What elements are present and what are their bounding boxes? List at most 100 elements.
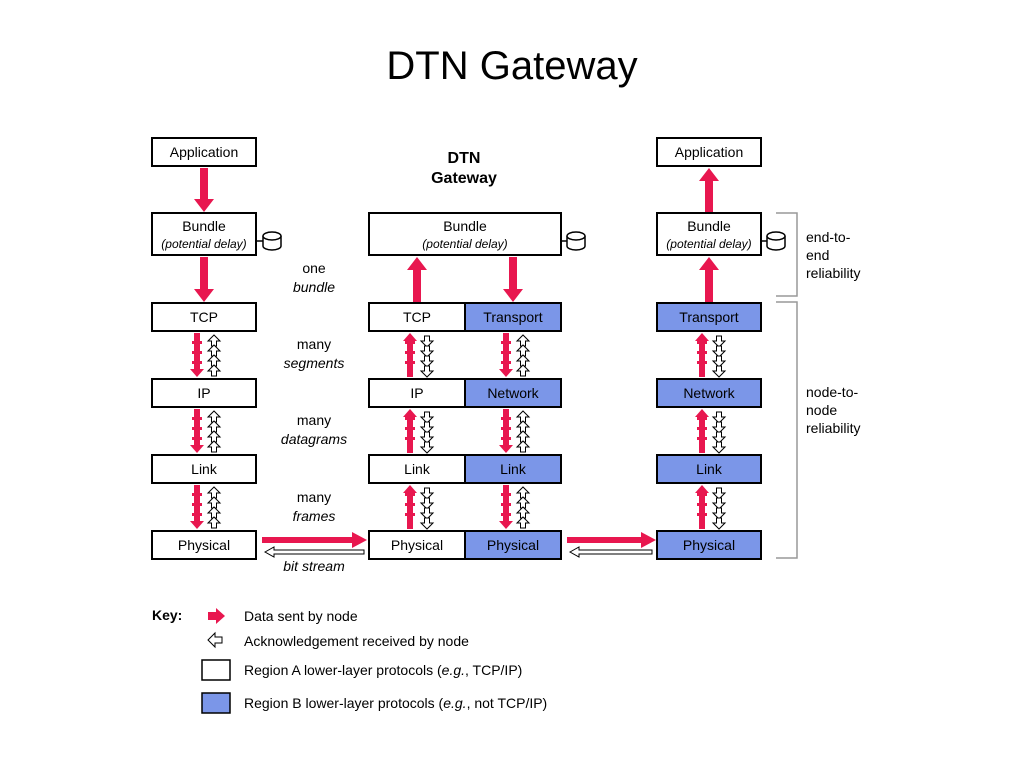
node1-bundle-label: Bundle	[182, 218, 226, 234]
node3-transport-label: Transport	[679, 309, 739, 325]
gateway-bundle-label: Bundle	[443, 218, 487, 234]
gateway-a-ack-arrow-icon	[420, 497, 434, 510]
node1-ack-arrow-icon	[207, 364, 221, 377]
node1-ip-label: IP	[197, 385, 210, 401]
end-to-end-line2: end	[806, 247, 829, 263]
layer-arrow-stacks	[190, 333, 726, 530]
gateway-label-line1: DTN	[448, 150, 481, 167]
node1-link-box	[151, 454, 257, 484]
node3-storage-icon	[761, 231, 786, 251]
node1-ack-arrow-icon	[207, 440, 221, 453]
node3-transport-to-bundle-arrow	[699, 257, 719, 302]
node3-ack-arrow-icon	[712, 441, 726, 454]
node1-data-tick	[192, 503, 202, 506]
gateway-physical-a-label: Physical	[391, 537, 443, 553]
node3-data-tick	[697, 427, 707, 430]
gateway-tcp-label: TCP	[403, 309, 431, 325]
gateway-a-ack-arrow-icon	[420, 441, 434, 454]
node1-data-tick	[192, 341, 202, 344]
node1-ip-box	[151, 378, 257, 408]
node3-ack-arrow-icon	[712, 411, 726, 424]
gateway-b-ack-arrow-icon	[516, 364, 530, 377]
unit-frames-line1: many	[297, 489, 331, 505]
key-ack-arrow-icon	[207, 631, 223, 649]
gateway-link-b-box	[464, 454, 562, 484]
gateway-b-data-tick	[501, 437, 511, 440]
gateway-ip-label: IP	[410, 385, 423, 401]
node1-bundle-to-tcp-arrow	[194, 257, 214, 302]
node1-tcp-box	[151, 302, 257, 332]
node1-data-tick	[192, 351, 202, 354]
gateway-b-data-arrow-2	[499, 409, 513, 453]
node3-ack-arrow-icon	[712, 497, 726, 510]
key-region-b-swatch	[201, 692, 231, 714]
gateway-a-ack-arrow-icon	[420, 411, 434, 424]
key-region-a-swatch	[201, 659, 231, 681]
gateway-b-data-tick	[501, 427, 511, 430]
node1-data-arrow-1	[190, 333, 204, 377]
gateway-b-data-tick	[501, 351, 511, 354]
unit-segments-line1: many	[297, 336, 331, 352]
gateway-a-ack-arrow-icon	[420, 365, 434, 378]
gateway-b-data-tick	[501, 417, 511, 420]
node1-application-label: Application	[170, 144, 239, 160]
node3-bundle-to-app-arrow	[699, 168, 719, 212]
gateway-a-ack-arrow-icon	[420, 345, 434, 358]
gateway-link-b-label: Link	[500, 461, 527, 477]
node3-data-tick	[697, 351, 707, 354]
unit-segments-line2: segments	[284, 355, 345, 371]
gateway-link-a-label: Link	[404, 461, 431, 477]
gateway-b-data-tick	[501, 503, 511, 506]
gateway-a-ack-arrow-icon	[420, 335, 434, 348]
unit-frames-line2: frames	[293, 508, 336, 524]
gateway-a-data-tick	[405, 437, 415, 440]
node1-physical-box	[151, 530, 257, 560]
node3-ack-arrow-icon	[712, 517, 726, 530]
node3-ack-arrow-icon	[712, 335, 726, 348]
bitstream-data-arrow-1	[262, 532, 367, 548]
gateway-a-ack-arrow-icon	[420, 487, 434, 500]
unit-bitstream: bit stream	[283, 558, 345, 574]
gateway-tcp-to-bundle-arrow	[407, 257, 427, 302]
gateway-physical-b-label: Physical	[487, 537, 539, 553]
unit-bundle-line1: one	[302, 260, 326, 276]
end-to-end-line3: reliability	[806, 265, 860, 281]
node1-data-tick	[192, 513, 202, 516]
node3-bundle-label: Bundle	[687, 218, 731, 234]
node1-storage-icon	[256, 231, 282, 251]
gateway-storage-icon	[561, 231, 586, 251]
gateway-a-data-tick	[405, 503, 415, 506]
gateway-b-data-tick	[501, 513, 511, 516]
gateway-physical-b-box	[464, 530, 562, 560]
unit-bundle-line2: bundle	[293, 279, 335, 295]
slide-title: DTN Gateway	[386, 44, 638, 88]
node3-ack-arrow-icon	[712, 345, 726, 358]
node1-physical-label: Physical	[178, 537, 230, 553]
gateway-network-box	[464, 378, 562, 408]
gateway-network-label: Network	[487, 385, 539, 401]
gateway-b-data-arrow-3	[499, 485, 513, 529]
node3-link-box	[656, 454, 762, 484]
node3-transport-box	[656, 302, 762, 332]
gateway-bundle-note: (potential delay)	[422, 237, 507, 251]
node3-application-box	[656, 137, 762, 167]
gateway-a-data-tick	[405, 351, 415, 354]
key-data-arrow-icon	[208, 608, 225, 624]
node-to-node-line3: reliability	[806, 420, 860, 436]
bitstream-data-arrow-2	[567, 532, 656, 548]
node3-physical-label: Physical	[683, 537, 735, 553]
node1-data-tick	[192, 437, 202, 440]
unit-datagrams-line2: datagrams	[281, 431, 347, 447]
gateway-b-ack-arrow-icon	[516, 516, 530, 529]
gateway-b-data-tick	[501, 493, 511, 496]
node1-data-tick	[192, 361, 202, 364]
gateway-b-data-tick	[501, 361, 511, 364]
gateway-a-data-tick	[405, 427, 415, 430]
node-to-node-bracket	[776, 301, 798, 559]
node3-ack-arrow-icon	[712, 355, 726, 368]
key-title: Key:	[152, 607, 182, 623]
key-region-a-text: Region A lower-layer protocols (e.g., TC…	[244, 662, 522, 678]
node1-bundle-box	[151, 212, 257, 256]
node3-ack-arrow-icon	[712, 365, 726, 378]
